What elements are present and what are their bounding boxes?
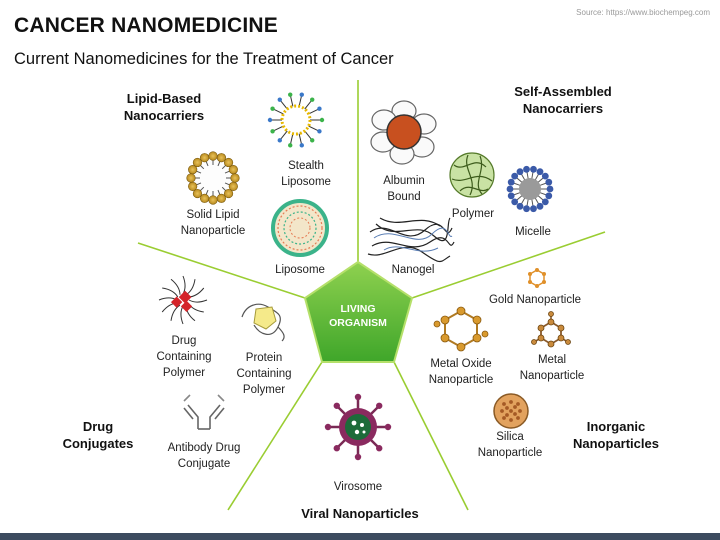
polymer-icon: [449, 152, 495, 198]
label-stealth-liposome-line1: Stealth: [288, 160, 324, 172]
category-self-assembled-line1: Self-Assembled: [514, 84, 612, 99]
divider-right: [411, 231, 606, 299]
center-pentagon: [303, 260, 414, 363]
bottom-bar: [0, 533, 720, 540]
label-metal-nanoparticle: Metal Nanoparticle: [508, 352, 596, 384]
divider-lower-right: [393, 361, 469, 511]
category-lipid-based: Lipid-Based Nanocarriers: [104, 90, 224, 124]
label-micelle: Micelle: [515, 226, 551, 238]
label-silica-line1: Silica: [496, 431, 524, 443]
category-inorganic-line1: Inorganic: [586, 419, 646, 434]
source-credit: Source: https://www.biochempeg.com: [576, 8, 710, 17]
label-metal-nanoparticle-line2: Nanoparticle: [519, 370, 585, 382]
virosome-icon: [324, 393, 392, 461]
protein-containing-polymer-icon: [241, 303, 285, 342]
category-drug-conjugates-line2: Conjugates: [62, 436, 134, 451]
albumin-bound-icon: [370, 100, 437, 165]
label-drug-polymer-line3: Polymer: [162, 367, 206, 379]
label-silica-line2: Nanoparticle: [477, 447, 543, 459]
category-drug-conjugates: Drug Conjugates: [48, 418, 148, 452]
divider-left: [137, 242, 306, 299]
category-self-assembled-line2: Nanocarriers: [522, 101, 604, 116]
solid-lipid-nanoparticle-icon: [186, 151, 240, 205]
category-inorganic: Inorganic Nanoparticles: [556, 418, 676, 452]
label-nanogel: Nanogel: [391, 264, 435, 276]
label-protein-polymer-line2: Containing: [236, 368, 292, 380]
label-antibody-drug-line2: Conjugate: [177, 458, 231, 470]
stealth-liposome-icon: [267, 92, 325, 148]
label-liposome: Liposome: [275, 264, 325, 276]
label-silica: Silica Nanoparticle: [466, 429, 554, 461]
label-albumin-bound-line1: Albumin: [383, 175, 425, 187]
category-lipid-line2: Nanocarriers: [123, 108, 205, 123]
label-protein-polymer-line1: Protein: [245, 352, 283, 364]
divider-lines: [137, 80, 606, 511]
label-drug-polymer-line2: Containing: [156, 351, 212, 363]
label-stealth-liposome: Stealth Liposome: [266, 158, 346, 190]
gold-nanoparticle-icon: [528, 268, 546, 288]
label-albumin-bound: Albumin Bound: [364, 173, 444, 205]
label-solid-lipid-line1: Solid Lipid: [186, 209, 240, 221]
label-antibody-drug-line1: Antibody Drug: [167, 442, 241, 454]
label-metal-oxide-line1: Metal Oxide: [430, 358, 492, 370]
page-subtitle: Current Nanomedicines for the Treatment …: [14, 50, 394, 68]
label-metal-nanoparticle-line1: Metal: [537, 354, 567, 366]
label-solid-lipid: Solid Lipid Nanoparticle: [168, 207, 258, 239]
category-viral: Viral Nanoparticles: [301, 506, 419, 521]
center-label-line1: LIVING: [340, 303, 376, 315]
category-self-assembled: Self-Assembled Nanocarriers: [500, 83, 626, 117]
label-protein-polymer-line3: Polymer: [242, 384, 286, 396]
drug-containing-polymer-icon: [158, 275, 208, 325]
category-inorganic-line2: Nanoparticles: [573, 436, 659, 451]
center-label-line2: ORGANISM: [329, 317, 387, 329]
center-label: LIVING ORGANISM: [318, 302, 398, 330]
metal-nanoparticle-icon: [531, 311, 571, 348]
category-drug-conjugates-line1: Drug: [82, 419, 114, 434]
label-polymer: Polymer: [451, 208, 495, 220]
label-albumin-bound-line2: Bound: [387, 191, 421, 203]
micelle-icon: [506, 165, 554, 213]
label-solid-lipid-line2: Nanoparticle: [180, 225, 246, 237]
label-drug-polymer-line1: Drug: [171, 335, 197, 347]
liposome-icon: [271, 199, 329, 257]
nanogel-icon: [367, 217, 455, 263]
nanogel-icon-accent: [373, 227, 453, 252]
label-drug-polymer: Drug Containing Polymer: [146, 333, 222, 381]
label-gold-nanoparticle: Gold Nanoparticle: [488, 294, 582, 306]
category-lipid-line1: Lipid-Based: [126, 91, 202, 106]
label-metal-oxide: Metal Oxide Nanoparticle: [417, 356, 505, 388]
metal-oxide-nanoparticle-icon: [433, 306, 489, 352]
label-stealth-liposome-line2: Liposome: [281, 176, 331, 188]
label-antibody-drug: Antibody Drug Conjugate: [156, 440, 252, 472]
label-metal-oxide-line2: Nanoparticle: [428, 374, 494, 386]
label-protein-polymer: Protein Containing Polymer: [226, 350, 302, 398]
divider-lower-left: [227, 361, 323, 511]
antibody-drug-conjugate-icon: [183, 394, 225, 430]
page-title: CANCER NANOMEDICINE: [14, 14, 278, 37]
silica-nanoparticle-icon: [493, 393, 529, 429]
label-virosome: Virosome: [333, 481, 383, 493]
